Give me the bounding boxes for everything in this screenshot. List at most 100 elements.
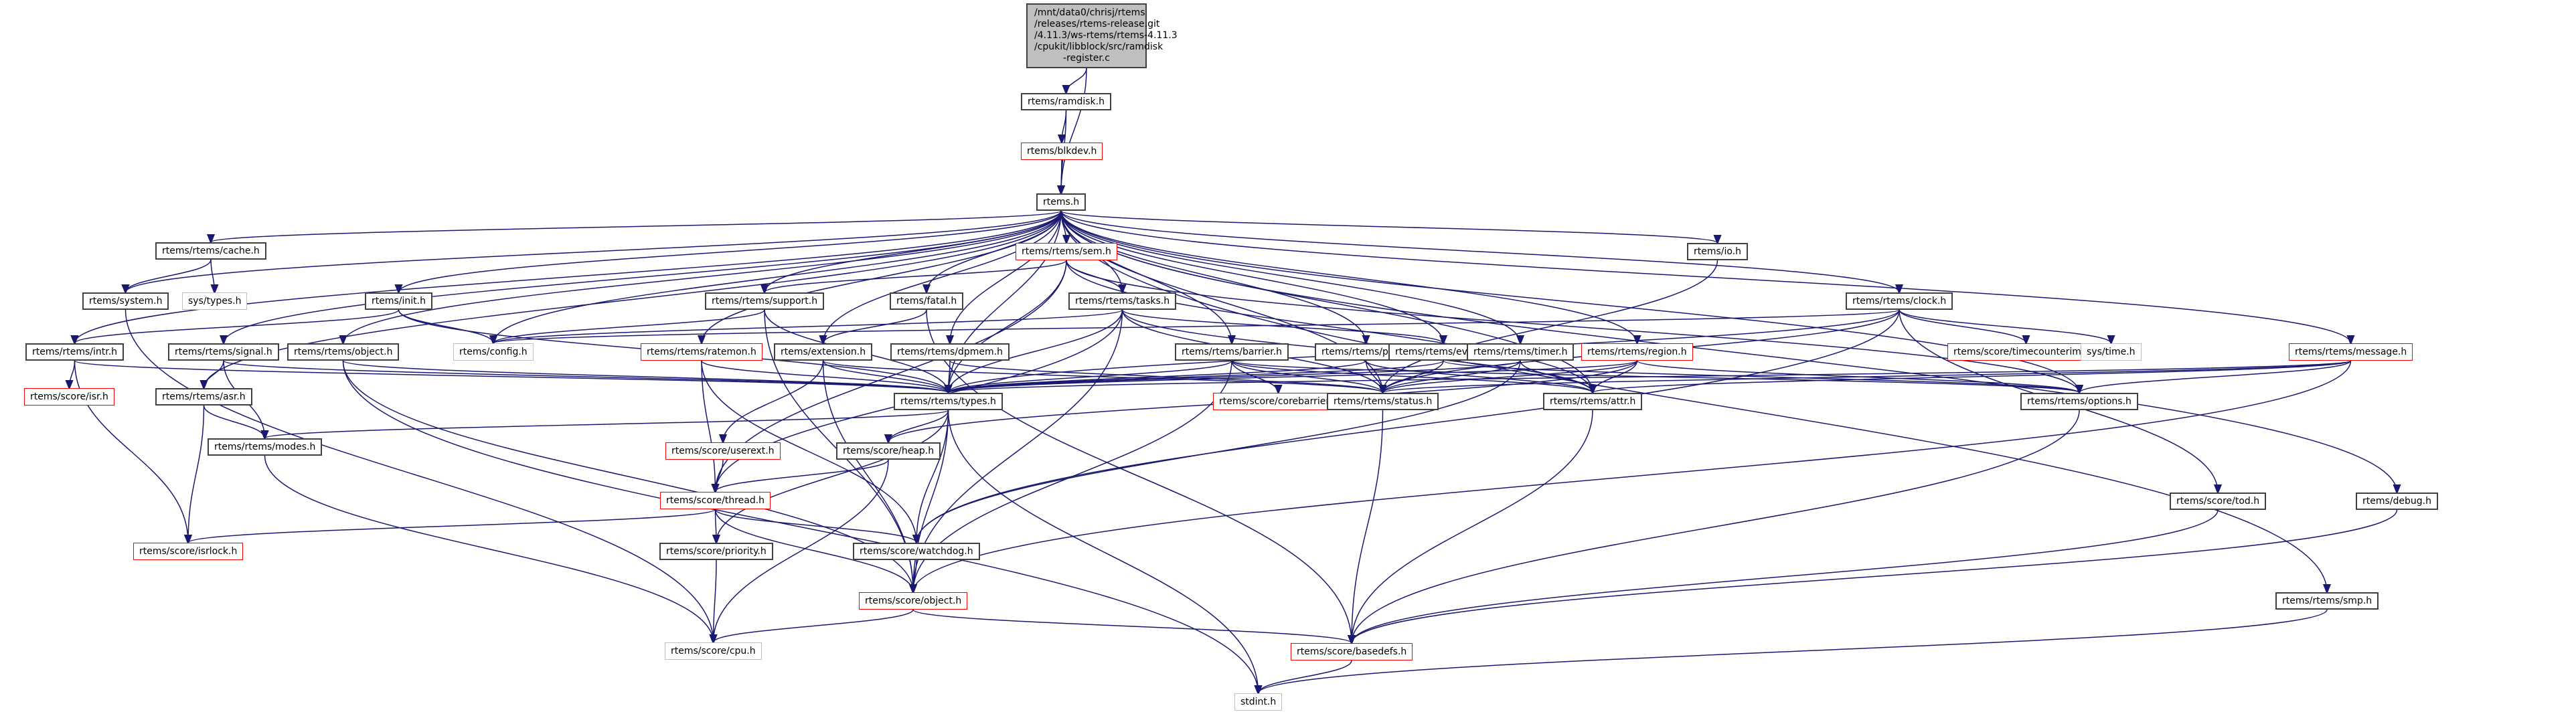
edge-attr-to-basedefs bbox=[1352, 410, 1593, 643]
edge-status-to-basedefs bbox=[1352, 410, 1384, 643]
graph-node-isrlock[interactable]: rtems/score/isrlock.h bbox=[133, 543, 244, 560]
graph-node-system[interactable]: rtems/system.h bbox=[82, 292, 169, 310]
graph-node-userext[interactable]: rtems/score/userext.h bbox=[665, 442, 781, 460]
edge-types-to-modes bbox=[265, 410, 949, 438]
graph-node-status[interactable]: rtems/rtems/status.h bbox=[1327, 393, 1439, 410]
graph-node-clock[interactable]: rtems/rtems/clock.h bbox=[1846, 292, 1953, 310]
graph-node-ratemon[interactable]: rtems/rtems/ratemon.h bbox=[641, 343, 762, 361]
edge-rtems-to-extension bbox=[823, 210, 1062, 343]
graph-node-root: /mnt/data0/chrisj/rtems /releases/rtems-… bbox=[1026, 3, 1178, 68]
edge-asr-to-modes bbox=[203, 405, 265, 438]
graph-node-dpmem[interactable]: rtems/rtems/dpmem.h bbox=[890, 343, 1010, 361]
graph-node-region[interactable]: rtems/rtems/region.h bbox=[1581, 343, 1693, 361]
graph-node-support[interactable]: rtems/rtems/support.h bbox=[705, 292, 825, 310]
graph-node-cache[interactable]: rtems/rtems/cache.h bbox=[155, 242, 266, 260]
graph-node-attr[interactable]: rtems/rtems/attr.h bbox=[1543, 393, 1643, 410]
edge-ratemon-to-thread bbox=[701, 360, 716, 492]
graph-node-fatal[interactable]: rtems/fatal.h bbox=[890, 292, 964, 310]
graph-node-corebarrier[interactable]: rtems/score/corebarrier.h bbox=[1213, 393, 1344, 410]
edge-region-to-types bbox=[949, 360, 1638, 393]
edge-rtems-to-init bbox=[399, 210, 1062, 292]
graph-node-heap[interactable]: rtems/score/heap.h bbox=[836, 442, 941, 460]
edge-message-to-attr bbox=[1593, 360, 2352, 393]
graph-node-cpu: rtems/score/cpu.h bbox=[665, 642, 762, 660]
edge-scoreobject-to-basedefs bbox=[912, 609, 1352, 643]
graph-node-blkdev[interactable]: rtems/blkdev.h bbox=[1021, 143, 1103, 160]
edge-asr-to-isrlock bbox=[188, 405, 205, 543]
graph-node-timecounterimpl[interactable]: rtems/score/timecounterimpl.h bbox=[1947, 343, 2105, 361]
graph-node-barrier[interactable]: rtems/rtems/barrier.h bbox=[1175, 343, 1289, 361]
edge-blkdev-to-rtems bbox=[1061, 159, 1062, 193]
edge-barrier-to-corebarrier bbox=[1231, 360, 1279, 393]
edge-types-to-stdint bbox=[947, 410, 1259, 693]
graph-node-io[interactable]: rtems/io.h bbox=[1687, 243, 1749, 260]
edge-types-to-scoreobject bbox=[913, 410, 949, 592]
edge-watchdog-to-scoreobject bbox=[913, 559, 916, 592]
edge-cache-to-systypes bbox=[211, 259, 215, 292]
edge-types-to-watchdog bbox=[916, 410, 949, 543]
graph-node-basedefs[interactable]: rtems/score/basedefs.h bbox=[1291, 643, 1413, 660]
edge-fatal-to-basedefs bbox=[926, 309, 1352, 643]
edge-timer-to-watchdog bbox=[916, 360, 1521, 543]
graph-node-tasks[interactable]: rtems/rtems/tasks.h bbox=[1068, 292, 1177, 310]
graph-node-init[interactable]: rtems/init.h bbox=[365, 292, 432, 310]
graph-node-smp[interactable]: rtems/rtems/smp.h bbox=[2275, 592, 2379, 610]
graph-node-debug[interactable]: rtems/debug.h bbox=[2356, 493, 2438, 510]
edge-options-to-basedefs bbox=[1352, 410, 2080, 643]
graph-node-watchdog[interactable]: rtems/score/watchdog.h bbox=[853, 543, 980, 560]
edge-fatal-to-extension bbox=[823, 309, 927, 343]
edge-rtems-to-ratemon bbox=[702, 210, 1062, 343]
edge-sem-to-attr bbox=[1066, 260, 1593, 393]
edge-init-to-intr bbox=[75, 309, 400, 343]
graph-node-scoreobject[interactable]: rtems/score/object.h bbox=[859, 592, 968, 610]
graph-node-object[interactable]: rtems/rtems/object.h bbox=[287, 343, 400, 361]
graph-node-types[interactable]: rtems/rtems/types.h bbox=[894, 393, 1003, 410]
edge-rtems-to-region bbox=[1060, 210, 1637, 343]
graph-node-thread[interactable]: rtems/score/thread.h bbox=[660, 492, 771, 509]
edge-rtems-to-smp bbox=[1060, 210, 2327, 592]
edge-basedefs-to-stdint bbox=[1259, 660, 1352, 693]
edge-clock-to-watchdog bbox=[916, 309, 1900, 543]
edge-rtems-to-object bbox=[343, 210, 1062, 343]
graph-node-timer[interactable]: rtems/rtems/timer.h bbox=[1467, 343, 1575, 361]
graph-node-ramdisk[interactable]: rtems/ramdisk.h bbox=[1021, 93, 1111, 110]
edge-rtems-to-signal bbox=[224, 210, 1062, 343]
edge-modes-to-cpu bbox=[264, 455, 714, 642]
edge-sem-to-options bbox=[1066, 260, 2079, 393]
edge-thread-to-priority bbox=[716, 509, 717, 543]
graph-node-tod[interactable]: rtems/score/tod.h bbox=[2170, 493, 2267, 510]
edge-timer-to-status bbox=[1383, 360, 1521, 393]
graph-node-asr[interactable]: rtems/rtems/asr.h bbox=[155, 388, 252, 406]
edge-system-to-cpu bbox=[125, 309, 714, 642]
edge-tasks-to-event bbox=[1121, 309, 1444, 343]
edge-smp-to-stdint bbox=[1259, 609, 2328, 693]
edge-rtems-to-intr bbox=[75, 210, 1062, 343]
edge-support-to-config bbox=[493, 309, 765, 343]
edge-rtems-to-io bbox=[1060, 210, 1718, 243]
edge-event-to-options bbox=[1443, 360, 2079, 393]
graph-node-priority[interactable]: rtems/score/priority.h bbox=[659, 543, 773, 560]
graph-node-config: rtems/config.h bbox=[453, 343, 534, 361]
graph-node-extension[interactable]: rtems/extension.h bbox=[774, 343, 873, 361]
graph-node-message[interactable]: rtems/rtems/message.h bbox=[2289, 343, 2413, 361]
graph-node-stdint: stdint.h bbox=[1234, 693, 1283, 711]
edge-message-to-types bbox=[949, 360, 2352, 393]
edge-debug-to-basedefs bbox=[1352, 509, 2398, 643]
graph-node-options[interactable]: rtems/rtems/options.h bbox=[2020, 393, 2138, 410]
edge-rtems-to-timer bbox=[1060, 210, 1520, 343]
edge-extension-to-userext bbox=[723, 360, 824, 442]
graph-node-isr[interactable]: rtems/score/isr.h bbox=[24, 388, 114, 406]
graph-node-intr[interactable]: rtems/rtems/intr.h bbox=[25, 343, 125, 361]
graph-node-rtems[interactable]: rtems.h bbox=[1036, 193, 1086, 211]
edge-sem-to-support bbox=[764, 260, 1067, 292]
edge-rtems-to-part bbox=[1060, 210, 1366, 343]
edge-timer-to-types bbox=[949, 360, 1521, 393]
edge-types-to-heap bbox=[888, 410, 949, 442]
graph-node-sem[interactable]: rtems/rtems/sem.h bbox=[1016, 243, 1117, 260]
edge-tasks-to-types bbox=[949, 309, 1123, 393]
edge-object-to-stdint bbox=[342, 360, 1259, 693]
graph-node-modes[interactable]: rtems/rtems/modes.h bbox=[208, 438, 323, 456]
graph-node-signal[interactable]: rtems/rtems/signal.h bbox=[168, 343, 279, 361]
graph-node-systypes: sys/types.h bbox=[182, 292, 248, 310]
